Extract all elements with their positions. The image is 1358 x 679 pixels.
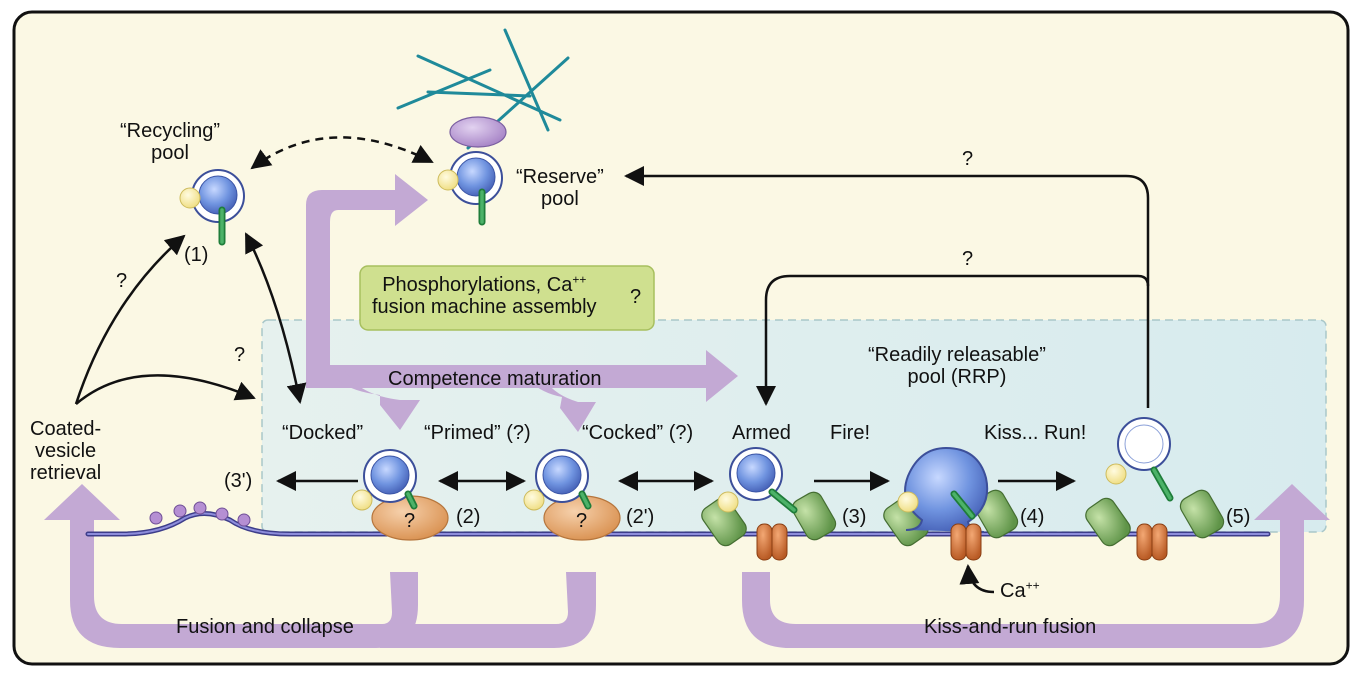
recycling-vesicle-synaptotagmin: [179, 187, 201, 209]
fire-ca-channel-left: [950, 523, 967, 561]
run-snare-right: [1179, 489, 1225, 539]
actin-filaments: [396, 28, 570, 150]
primed-vesicle-synaptotagmin: [523, 489, 545, 511]
fire-snare-hl: [952, 492, 974, 518]
reserve-vesicle-core: [456, 157, 496, 197]
docked-down-arrow: [330, 370, 420, 430]
coated-vesicle-line2: vesicle: [35, 440, 97, 462]
armed-snare-left: [701, 497, 747, 547]
recycling-pool-label-line1: “Recycling”: [120, 120, 221, 142]
step-3-label: (3): [842, 506, 867, 528]
kiss-and-run-label: Kiss-and-run fusion: [924, 616, 1097, 638]
kiss-run-arrow: [742, 484, 1330, 648]
coated-to-recycling-arrow: [74, 234, 186, 405]
rrp-label-line2: pool (RRP): [907, 366, 1007, 388]
rrp-label-line1: “Readily releasable”: [868, 344, 1046, 366]
coated-vesicle-line3: retrieval: [30, 462, 102, 484]
calcium-text: Ca: [1000, 580, 1026, 602]
reserve-pool-label-line2: pool: [540, 188, 579, 210]
recycling-pool-label: “Recycling” pool: [120, 120, 220, 164]
recycling-vesicle-core: [198, 175, 238, 215]
fire-synaptotagmin: [897, 491, 919, 513]
run-ca-channel-left: [1136, 523, 1153, 561]
armed-vesicle-snare-hl: [770, 490, 796, 512]
return-to-reserve-arrow: [624, 166, 1150, 408]
phosphorylation-label: Phosphorylations, Ca++ fusion machine as…: [372, 272, 597, 318]
rrp-label: “Readily releasable” pool (RRP): [868, 344, 1046, 388]
vesicles-layer: [179, 151, 1225, 561]
run-ca-channel-right: [1151, 523, 1168, 561]
calcium-label: Ca++: [1000, 578, 1040, 602]
reserve-vesicle-synaptotagmin: [437, 169, 459, 191]
step-2prime-label: (2'): [626, 506, 655, 528]
docked-vesicle-core: [370, 455, 410, 495]
primed-vesicle-snare-hl: [580, 492, 590, 508]
coated-vesicle-label: Coated- vesicle retrieval: [30, 418, 101, 484]
step-5-label: (5): [1226, 506, 1251, 528]
phosphorylation-text: Phosphorylations, Ca: [382, 274, 573, 296]
recycling-pool-label-line2: pool: [151, 142, 189, 164]
competence-maturation-arrow: [306, 350, 738, 402]
step-4-label: (4): [1020, 506, 1045, 528]
armed-vesicle-synaptotagmin: [717, 491, 739, 513]
phosphorylation-ca-sup: ++: [572, 272, 587, 287]
armed-vesicle-core: [736, 453, 776, 493]
docked-question-label: ?: [234, 344, 246, 366]
phosphorylation-line1: Phosphorylations, Ca++: [382, 272, 587, 296]
armed-ca-channel-right: [771, 523, 788, 561]
primed-vesicle-core: [542, 455, 582, 495]
armed-snare-right: [791, 491, 837, 541]
step-1-label: (1): [184, 244, 209, 266]
armed-label: Armed: [732, 422, 791, 444]
docked-vesicle-question: ?: [404, 510, 416, 532]
fire-label: Fire!: [830, 422, 870, 444]
maturation-arrows: [44, 174, 1330, 648]
docked-vesicle-synaptotagmin: [351, 489, 373, 511]
phosphorylation-box: [359, 265, 655, 331]
kiss-run-label: Kiss... Run!: [984, 422, 1087, 444]
run-snare-left: [1085, 497, 1131, 547]
armed-question-label: ?: [962, 248, 974, 270]
docked-vesicle-snare-hl: [406, 492, 416, 508]
run-vesicle-synaptotagmin: [1105, 463, 1127, 485]
reserve-pool-label-line1: “Reserve”: [516, 166, 604, 188]
reserve-pool-label: “Reserve” pool: [516, 166, 604, 210]
primed-vesicle-question: ?: [576, 510, 588, 532]
fusion-collapse-label: Fusion and collapse: [176, 616, 354, 638]
cocked-down-arrow: [520, 370, 596, 432]
maturation-up-arrow: [306, 174, 428, 385]
primed-label: “Primed” (?): [424, 422, 531, 444]
pathway-arrows: [74, 136, 1150, 594]
armed-ca-channel-left: [756, 523, 773, 561]
recycling-reserve-arrow: [250, 136, 434, 170]
docked-label: “Docked”: [282, 422, 364, 444]
phosphorylation-line2: fusion machine assembly: [372, 296, 597, 318]
step-3prime-label: (3'): [224, 470, 253, 492]
coated-vesicle-line1: Coated-: [30, 418, 102, 440]
box-question-label: ?: [630, 286, 642, 308]
synapsin-blob: [449, 116, 507, 148]
calcium-sup: ++: [1025, 578, 1040, 593]
run-vesicle-snare-hl: [1152, 468, 1172, 500]
docked-recycling-arrow: [244, 232, 307, 404]
calcium-influx-arrow: [959, 564, 995, 594]
step-2-label: (2): [456, 506, 481, 528]
cocked-label: “Cocked” (?): [582, 422, 694, 444]
reserve-question-label: ?: [962, 148, 974, 170]
run-vesicle-core: [1124, 424, 1164, 464]
fire-ca-channel-right: [965, 523, 982, 561]
return-to-armed-arrow: [756, 274, 1150, 406]
fusion-collapse-arrow-2: [380, 572, 596, 648]
competence-maturation-label: Competence maturation: [388, 368, 602, 390]
coated-to-docked-arrow: [75, 374, 256, 405]
recycle-question-label: ?: [116, 270, 128, 292]
coated-beads: [149, 501, 251, 527]
